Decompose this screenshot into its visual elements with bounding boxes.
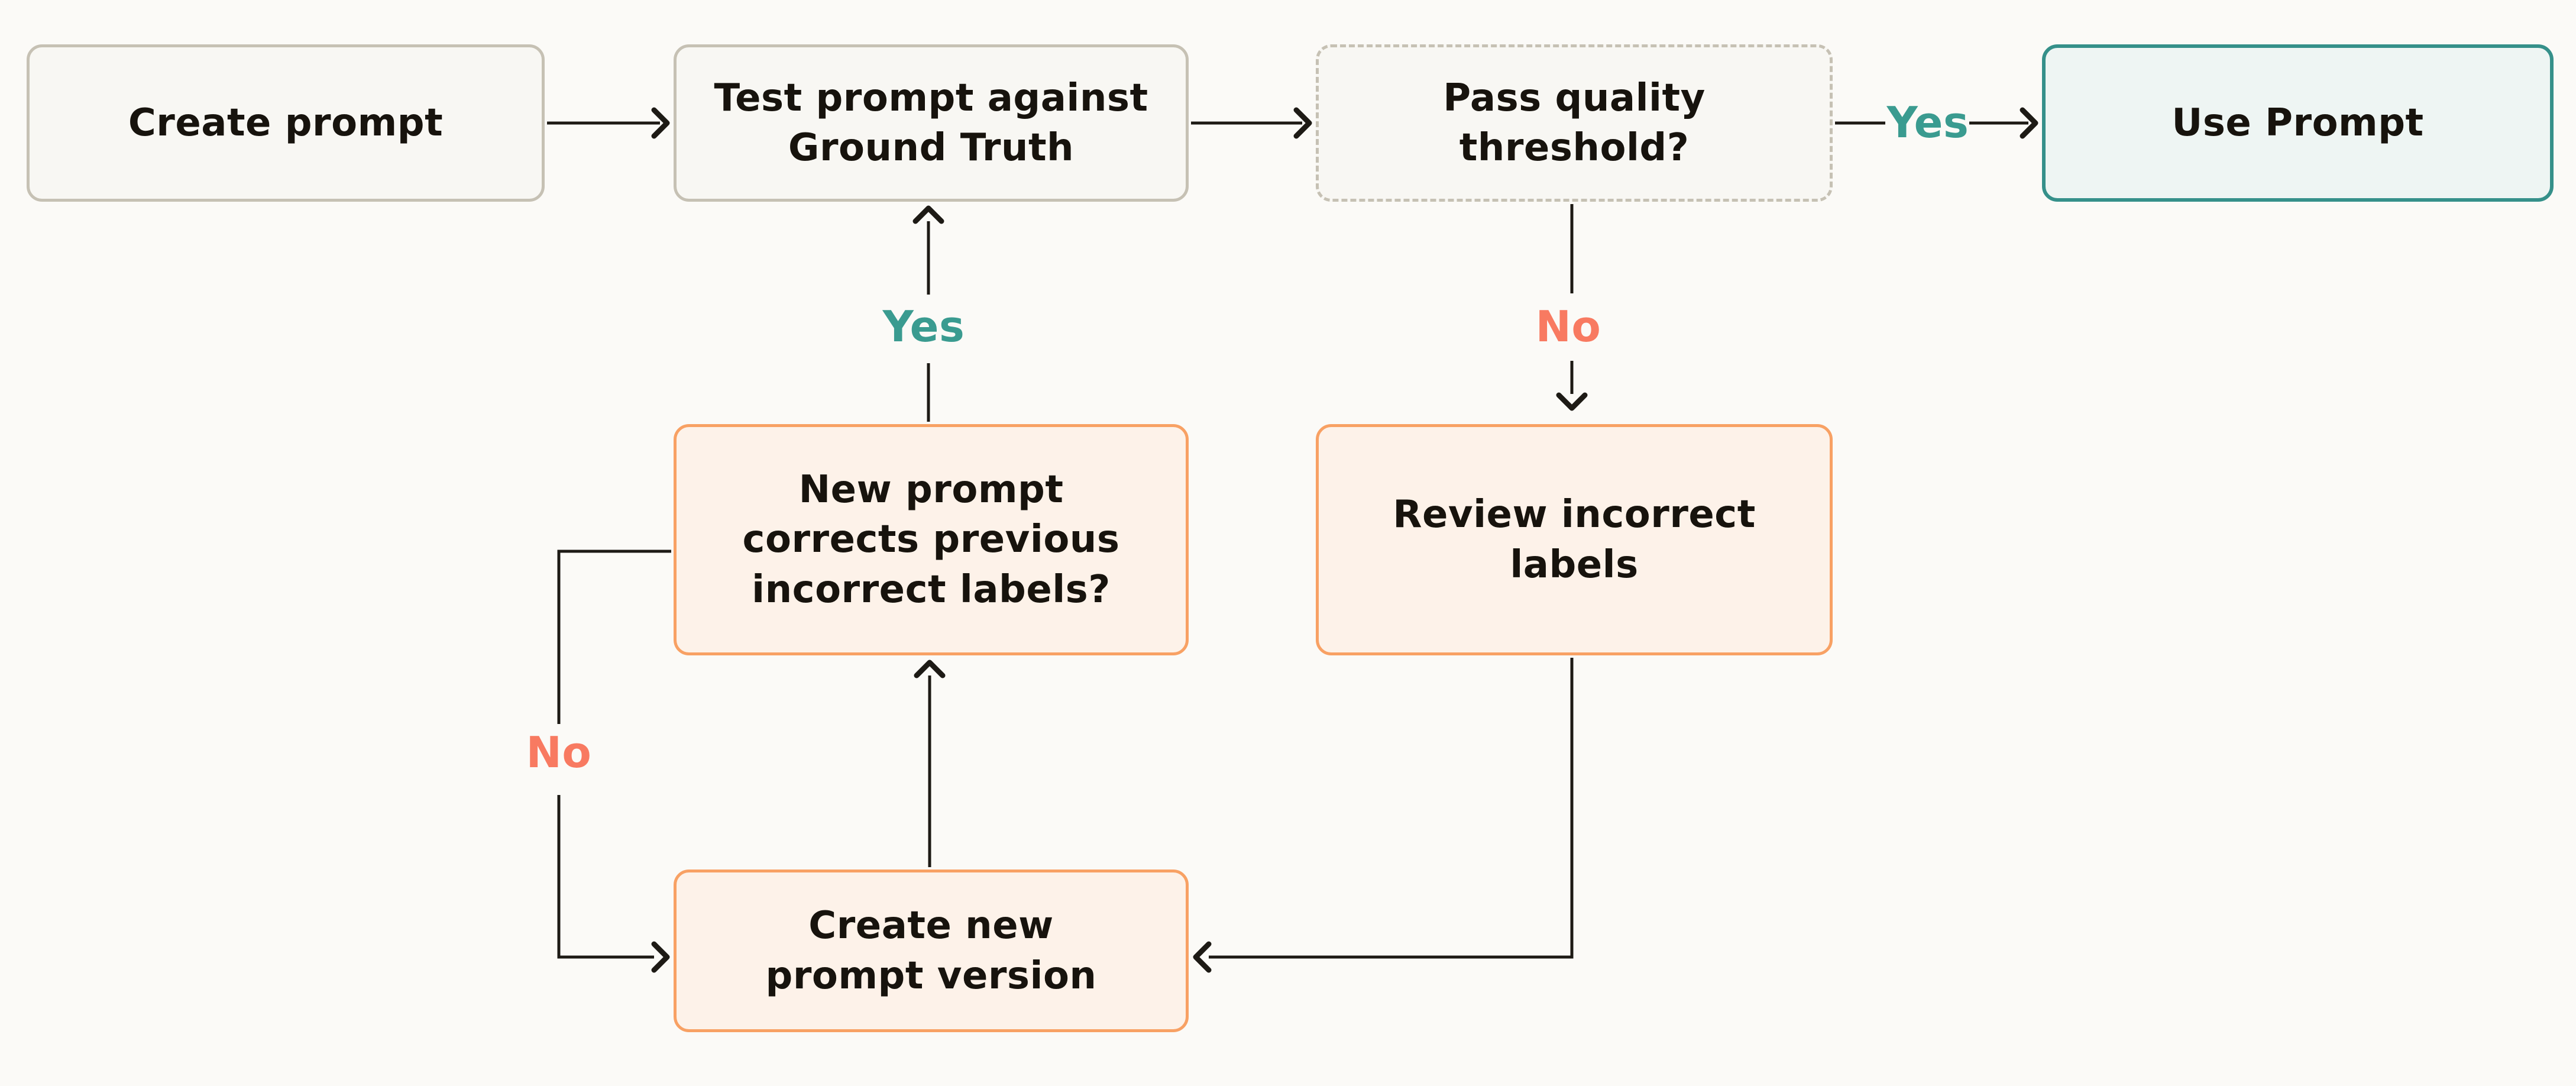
node-test-prompt-against-ground-truth: Test prompt against Ground Truth <box>674 44 1189 202</box>
arrowhead-pass-to-use <box>2020 107 2038 139</box>
edge-corrects-no-lower-segment <box>557 795 654 959</box>
node-create-new-prompt-version: Create new prompt version <box>674 870 1189 1032</box>
edge-label-corrects-no: No <box>526 728 592 777</box>
edge-label-corrects-yes: Yes <box>882 302 965 351</box>
arrowhead-test-to-pass <box>1293 107 1312 139</box>
node-create-prompt: Create prompt <box>27 44 545 202</box>
arrowhead-corrects-to-version <box>651 941 670 973</box>
arrowhead-review-to-version <box>1193 941 1212 973</box>
edge-corrects-no-upper-segment <box>557 550 671 724</box>
arrowhead-create-to-test <box>651 107 670 139</box>
node-review-incorrect-labels: Review incorrect labels <box>1316 424 1833 655</box>
arrowhead-version-to-corrects <box>914 660 946 678</box>
node-pass-quality-threshold: Pass quality threshold? <box>1316 44 1833 202</box>
edge-label-pass-yes: Yes <box>1886 98 1969 147</box>
edge-review-to-version <box>1209 658 1574 959</box>
arrowhead-corrects-to-test <box>912 205 944 224</box>
edge-label-pass-no: No <box>1535 302 1601 351</box>
arrowhead-pass-to-review <box>1556 392 1588 411</box>
node-use-prompt: Use Prompt <box>2042 44 2554 202</box>
node-new-prompt-corrects-previous-incorrect-labels: New prompt corrects previous incorrect l… <box>674 424 1189 655</box>
